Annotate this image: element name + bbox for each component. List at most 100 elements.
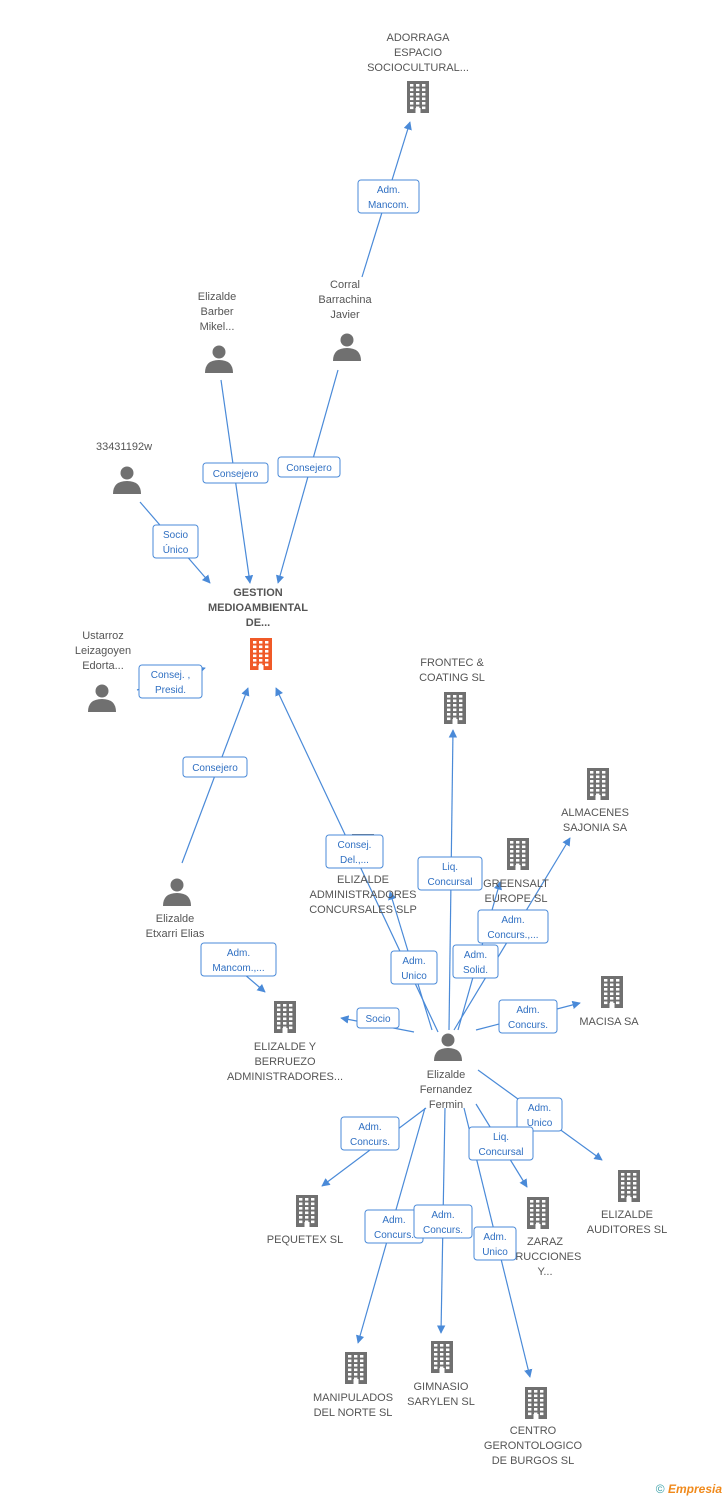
- person-body: [163, 893, 191, 906]
- edge-label-box[interactable]: [277, 456, 341, 478]
- node-label-line: ELIZALDE: [601, 1209, 653, 1221]
- node-label-line: TRUCCIONES: [509, 1251, 582, 1263]
- node-frontec[interactable]: FRONTEC &COATING SL: [419, 657, 485, 724]
- edge-label-box[interactable]: [498, 999, 558, 1034]
- edge-label-ustarroz-to-gestion[interactable]: Consej. ,Presid.: [138, 664, 203, 699]
- node-label-line: ESPACIO: [394, 47, 443, 59]
- nodes-layer: ADORRAGA ESPACIO SOCIOCULTURAL... CorralBar…: [75, 32, 667, 1467]
- node-elizalde_barber[interactable]: ElizaldeBarberMikel...: [198, 291, 237, 373]
- edge-label-box[interactable]: [390, 950, 438, 985]
- node-label-line: Leizagoyen: [75, 645, 131, 657]
- edge-label-fermin-to-pequetex[interactable]: Adm.Concurs.: [340, 1116, 400, 1151]
- edge-label-box[interactable]: [516, 1097, 563, 1132]
- edge-label-fermin-to-eliz_admin[interactable]: Adm.Unico: [390, 950, 438, 985]
- brand-logo[interactable]: Empresia: [667, 1482, 722, 1496]
- edge-label-fermin-to-frontec[interactable]: Liq.Concursal: [417, 856, 483, 891]
- edge-label-box[interactable]: [182, 756, 248, 778]
- node-label-line: Etxarri Elias: [146, 928, 205, 940]
- company-building-icon: [527, 1197, 549, 1229]
- node-label-line: SARYLEN SL: [407, 1396, 475, 1408]
- node-eliz_berruezo[interactable]: ELIZALDE YBERRUEZOADMINISTRADORES...: [227, 1001, 343, 1083]
- edge-label-text: Unico: [482, 1247, 508, 1258]
- person-head: [441, 1033, 455, 1047]
- edge-label-box[interactable]: [325, 834, 384, 869]
- node-zaraz[interactable]: ZARAZTRUCCIONESY...: [509, 1197, 582, 1278]
- node-label-line: ADORRAGA: [387, 32, 451, 44]
- person-body: [113, 481, 141, 494]
- edge-label-text: Concursal: [478, 1147, 523, 1158]
- edge-label-text: Adm.: [358, 1122, 381, 1133]
- edge-label-etxarri-to-gestion[interactable]: Consejero: [182, 756, 248, 778]
- edge-label-box[interactable]: [473, 1226, 517, 1261]
- node-label-line: SOCIOCULTURAL...: [367, 62, 469, 74]
- edge-label-text: Liq.: [442, 862, 458, 873]
- company-building-icon: [601, 976, 623, 1008]
- node-gestion[interactable]: GESTIONMEDIOAMBIENTALDE...: [208, 587, 308, 670]
- edge-label-box[interactable]: [413, 1204, 473, 1239]
- edge-label-fermin-to-eliz_auditores[interactable]: Adm.Unico: [516, 1097, 563, 1132]
- person-head: [120, 466, 134, 480]
- edge-label-box[interactable]: [357, 179, 420, 214]
- edge-label-etxarri-to-eliz_berruezo[interactable]: Adm.Mancom.,...: [200, 942, 277, 977]
- edge-label-fermin-to-zaraz[interactable]: Liq.Concursal: [468, 1126, 534, 1161]
- edge-label-fermin-to-almacenes[interactable]: Adm.Concurs.,...: [477, 909, 549, 944]
- edge-label-text: Consejero: [192, 763, 238, 774]
- person-icon: [205, 345, 233, 373]
- edge-label-corral-to-gestion[interactable]: Consejero: [277, 456, 341, 478]
- edge-label-corral-to-adorraga[interactable]: Adm.Mancom.: [357, 179, 420, 214]
- node-label-line: Fermin: [429, 1099, 463, 1111]
- edge-label-box[interactable]: [452, 944, 499, 979]
- edge-label-text: Socio: [163, 530, 188, 541]
- edge-label-box[interactable]: [138, 664, 203, 699]
- edge-label-fermin-to-macisa[interactable]: Adm.Concurs.: [498, 999, 558, 1034]
- edge-label-box[interactable]: [152, 524, 199, 559]
- node-p33431192w[interactable]: 33431192w: [96, 441, 152, 494]
- edge-label-text: Consejero: [286, 463, 332, 474]
- node-label-line: MACISA SA: [579, 1016, 639, 1028]
- footer-brand: © Empresia: [656, 1482, 722, 1496]
- edge-label-fermin-to-greensalt[interactable]: Adm.Solid.: [452, 944, 499, 979]
- node-pequetex[interactable]: PEQUETEX SL: [267, 1195, 343, 1246]
- node-label-line: ADMINISTRADORES...: [227, 1071, 343, 1083]
- node-label-line: AUDITORES SL: [587, 1224, 668, 1236]
- node-label-line: Corral: [330, 279, 360, 291]
- edge-label-box[interactable]: [477, 909, 549, 944]
- edge-label-elizalde_barber-to-gestion[interactable]: Consejero: [202, 462, 269, 484]
- company-building-icon: [525, 1387, 547, 1419]
- company-building-icon: [587, 768, 609, 800]
- node-label-line: ALMACENES: [561, 807, 629, 819]
- node-label-line: 33431192w: [96, 441, 152, 453]
- person-icon: [163, 878, 191, 906]
- edge-label-text: Concurs.: [423, 1225, 463, 1236]
- node-label-line: COATING SL: [419, 672, 485, 684]
- node-label-line: Elizalde: [427, 1069, 466, 1081]
- edge-label-text: Concurs.: [374, 1230, 414, 1241]
- edge-label-fermin-to-gestion[interactable]: Consej.Del.,...: [325, 834, 384, 869]
- edge-label-box[interactable]: [356, 1007, 400, 1029]
- node-adorraga[interactable]: ADORRAGA ESPACIO SOCIOCULTURAL...: [367, 32, 469, 113]
- edge-label-text: Adm.: [516, 1005, 539, 1016]
- edge-label-fermin-to-centro[interactable]: Adm.Unico: [473, 1226, 517, 1261]
- edge-label-box[interactable]: [200, 942, 277, 977]
- node-macisa[interactable]: MACISA SA: [579, 976, 639, 1028]
- node-label-line: Javier: [330, 309, 360, 321]
- edge-label-text: Consej. ,: [151, 670, 190, 681]
- edge-label-fermin-to-gimnasio[interactable]: Adm.Concurs.: [413, 1204, 473, 1239]
- node-ustarroz[interactable]: UstarrozLeizagoyenEdorta...: [75, 630, 131, 712]
- edge-label-box[interactable]: [417, 856, 483, 891]
- person-icon: [88, 684, 116, 712]
- edge-label-box[interactable]: [468, 1126, 534, 1161]
- edge-label-box[interactable]: [340, 1116, 400, 1151]
- edge-label-fermin-to-eliz_berruezo[interactable]: Socio: [356, 1007, 400, 1029]
- edge-label-box[interactable]: [202, 462, 269, 484]
- node-eliz_auditores[interactable]: ELIZALDE AUDITORES SL: [587, 1170, 668, 1236]
